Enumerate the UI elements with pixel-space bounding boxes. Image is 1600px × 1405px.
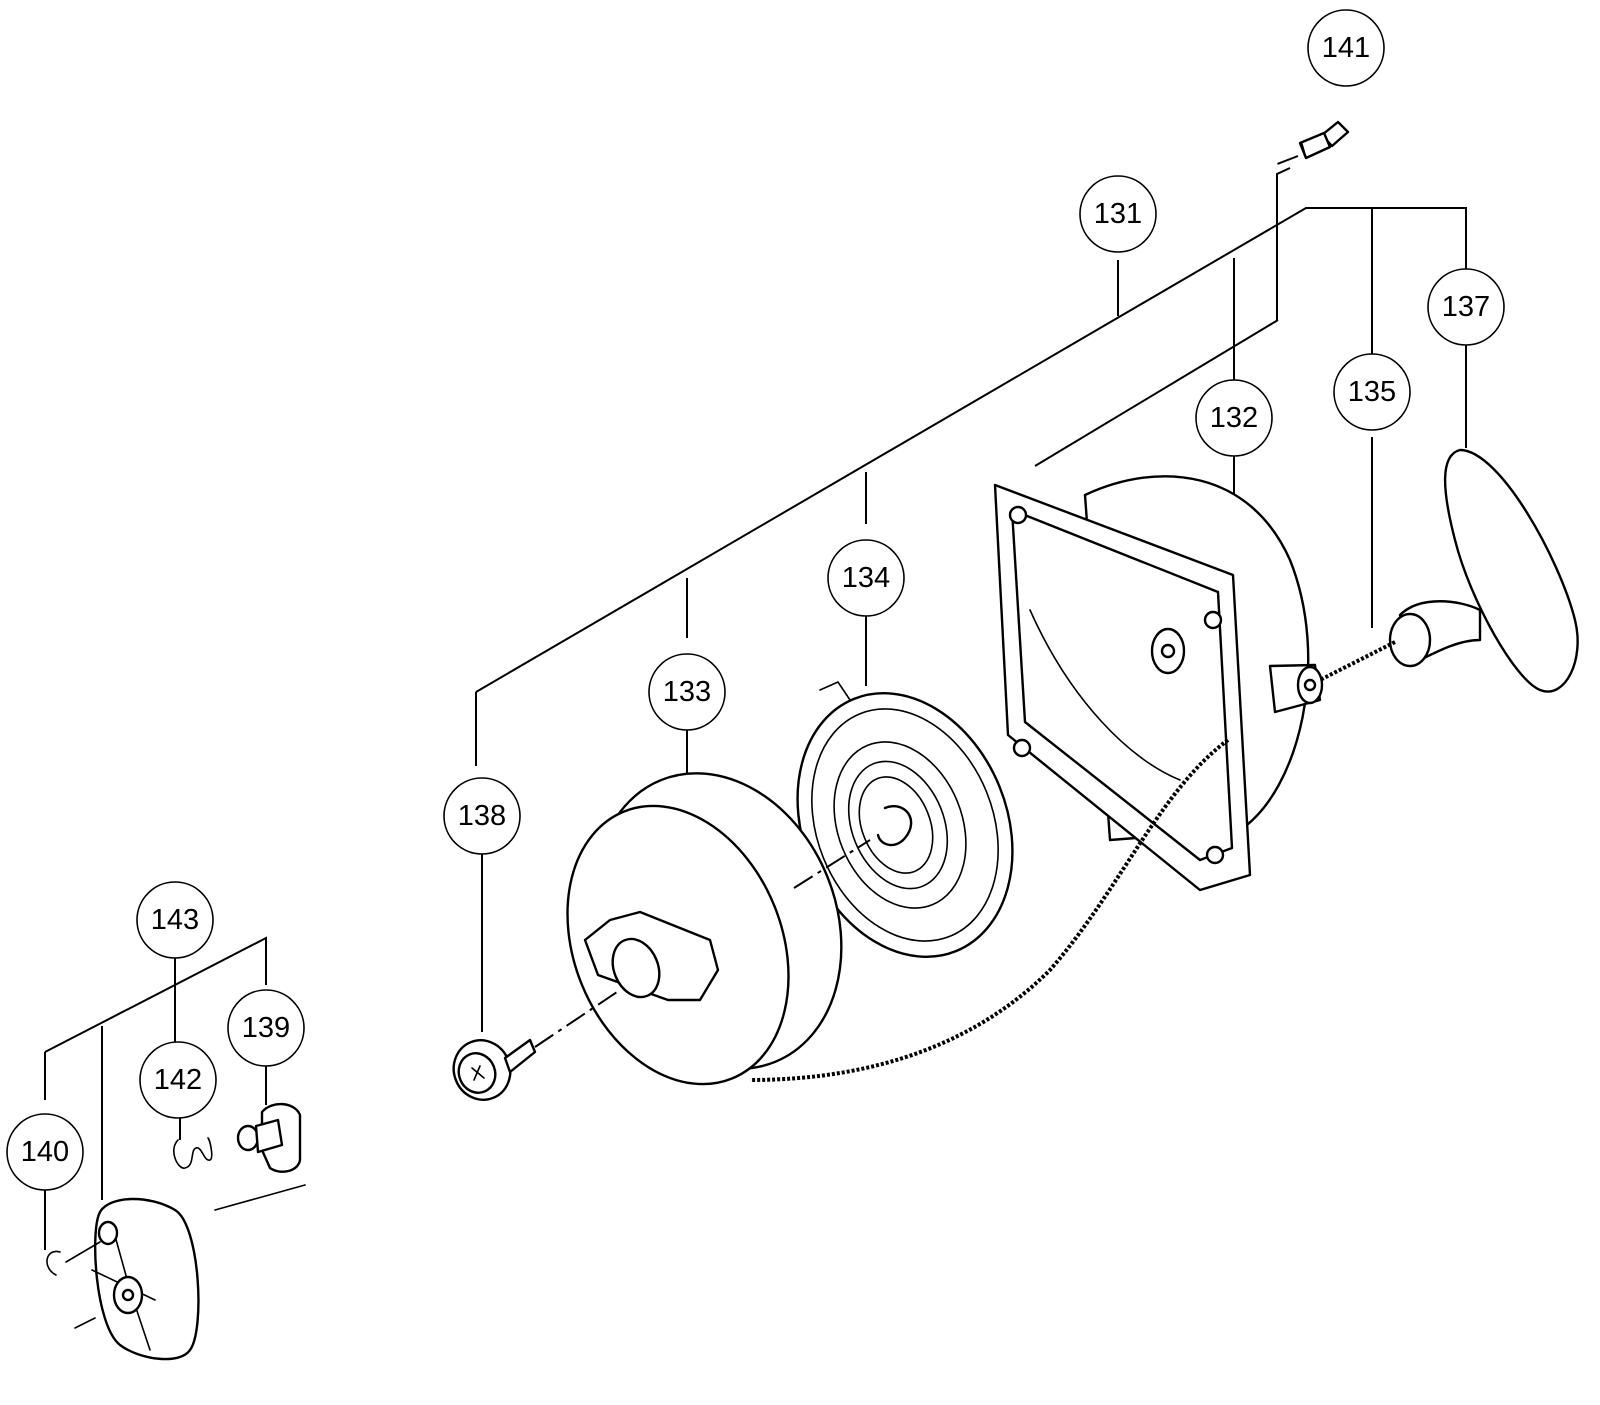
callout-132: 132	[1195, 379, 1273, 457]
callout-label: 135	[1348, 376, 1396, 408]
callout-label: 132	[1210, 402, 1258, 434]
pawl-139-drawing	[214, 1102, 306, 1211]
callout-134: 134	[827, 539, 905, 617]
spring-142-drawing	[173, 1137, 213, 1169]
housing-132-drawing	[993, 475, 1324, 892]
callout-label: 133	[663, 676, 711, 708]
callout-133: 133	[648, 653, 726, 731]
callout-138: 138	[443, 777, 521, 855]
callout-label: 138	[458, 800, 506, 832]
callout-137: 137	[1427, 268, 1505, 346]
callout-label: 134	[842, 562, 890, 594]
handle-137-drawing	[1319, 448, 1579, 693]
callout-135: 135	[1333, 353, 1411, 431]
callout-142: 142	[139, 1041, 217, 1119]
screw-141-drawing	[1271, 120, 1350, 167]
callout-label: 140	[21, 1136, 69, 1168]
callout-label: 131	[1094, 198, 1142, 230]
callout-141: 141	[1307, 9, 1385, 87]
screw-138-drawing	[452, 989, 621, 1101]
callout-label: 142	[154, 1064, 202, 1096]
callout-139: 139	[227, 989, 305, 1067]
pulley-133-drawing	[566, 772, 871, 1086]
e-ring-140-drawing	[46, 1241, 101, 1276]
callout-label: 137	[1442, 291, 1490, 323]
callout-label: 139	[242, 1012, 290, 1044]
callout-label: 141	[1322, 32, 1370, 64]
callout-label: 143	[151, 904, 199, 936]
plate-143-drawing	[74, 1197, 200, 1361]
callout-140: 140	[6, 1113, 84, 1191]
callout-131: 131	[1079, 175, 1157, 253]
starter-rope-drawing	[749, 738, 1230, 1082]
callout-143: 143	[136, 881, 214, 959]
